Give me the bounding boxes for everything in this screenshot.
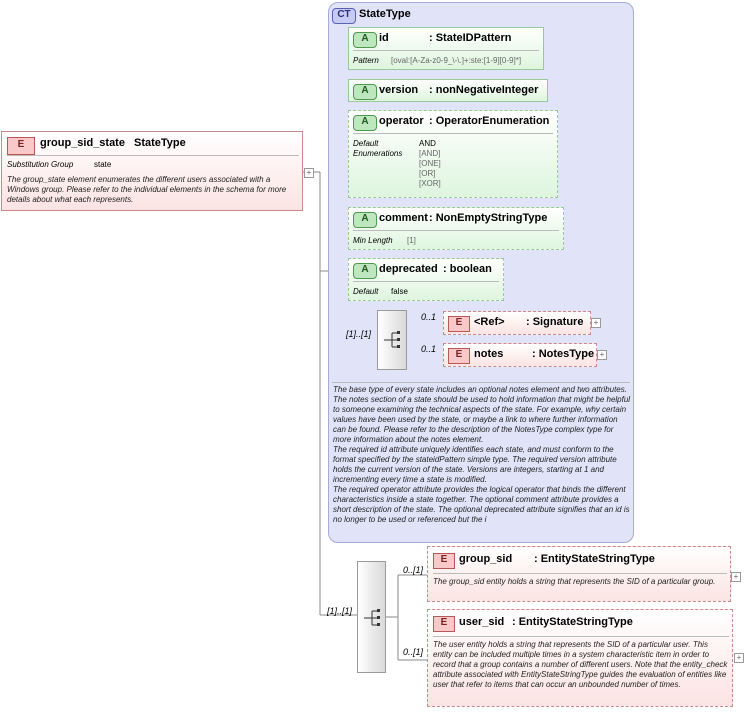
enumeration-value: [XOR] xyxy=(419,179,441,188)
attribute-tag: A xyxy=(353,84,377,100)
attribute-id[interactable]: A id : StateIDPattern Pattern [oval:[A-Z… xyxy=(348,27,544,70)
notes-cardinality: 0..1 xyxy=(421,344,437,354)
user-sid-cardinality: 0..[1] xyxy=(403,647,424,657)
sequence-icon xyxy=(384,331,400,348)
complex-type-tag: CT xyxy=(332,8,356,24)
element-type: : EntityStateStringType xyxy=(534,553,655,565)
attribute-name: id xyxy=(379,32,389,44)
enumerations-label: Enumerations xyxy=(353,149,403,158)
element-type: : EntityStateStringType xyxy=(512,616,633,628)
element-tag: E xyxy=(433,616,455,632)
default-value: AND xyxy=(419,139,436,148)
min-length-label: Min Length xyxy=(353,236,393,245)
attribute-version[interactable]: A version : nonNegativeInteger xyxy=(348,79,548,102)
group-sid-documentation: The group_sid entity holds a string that… xyxy=(433,577,716,586)
element-name: <Ref> xyxy=(474,316,505,328)
root-documentation: The group_state element enumerates the d… xyxy=(7,175,287,204)
divider xyxy=(433,636,729,637)
divider xyxy=(7,155,299,156)
attribute-deprecated[interactable]: A deprecated : boolean Default false xyxy=(348,258,504,301)
pattern-label: Pattern xyxy=(353,56,379,65)
root-sequence-cardinality: [1]..[1] xyxy=(327,606,353,616)
root-element-type: StateType xyxy=(134,137,186,149)
attribute-type: : nonNegativeInteger xyxy=(429,84,539,96)
element-ref-signature[interactable]: E <Ref> : Signature xyxy=(443,311,591,335)
divider xyxy=(353,281,499,282)
root-sequence-compositor[interactable] xyxy=(357,561,386,673)
group-sid-cardinality: 0..[1] xyxy=(403,565,424,575)
substitution-group-label: Substitution Group xyxy=(7,160,74,169)
attribute-name: version xyxy=(379,84,419,96)
divider xyxy=(433,573,727,574)
default-value: false xyxy=(391,287,408,296)
element-name: group_sid xyxy=(459,553,513,565)
attribute-operator[interactable]: A operator : OperatorEnumeration Default… xyxy=(348,110,558,198)
element-tag: E xyxy=(448,348,470,364)
default-label: Default xyxy=(353,139,379,148)
element-notes[interactable]: E notes : NotesType xyxy=(443,343,597,367)
attribute-name: deprecated xyxy=(379,263,438,275)
divider xyxy=(353,50,539,51)
pattern-value: [oval:[A-Za-z0-9_\-\.]+:ste:[1-9][0-9]*] xyxy=(391,56,522,65)
element-user-sid[interactable]: E user_sid : EntityStateStringType The u… xyxy=(427,609,733,707)
user-sid-expand-icon[interactable]: + xyxy=(734,653,744,663)
signature-cardinality: 0..1 xyxy=(421,312,437,322)
attribute-tag: A xyxy=(353,263,377,279)
attribute-type: : OperatorEnumeration xyxy=(429,115,550,127)
sequence-icon xyxy=(364,609,380,626)
element-type: : NotesType xyxy=(532,348,595,360)
substitution-group-value: state xyxy=(94,160,112,169)
enumeration-value: [OR] xyxy=(419,169,436,178)
root-expand-icon[interactable]: + xyxy=(304,168,314,178)
divider xyxy=(353,230,559,231)
user-sid-documentation: The user entity holds a string that repr… xyxy=(433,640,728,689)
attribute-type: : NonEmptyStringType xyxy=(429,212,548,224)
signature-expand-icon[interactable]: + xyxy=(591,318,601,328)
default-label: Default xyxy=(353,287,379,296)
element-tag: E xyxy=(7,137,35,155)
attribute-tag: A xyxy=(353,32,377,48)
enumeration-value: [AND] xyxy=(419,149,441,158)
ct-divider xyxy=(332,382,630,383)
attribute-tag: A xyxy=(353,212,377,228)
attribute-type: : boolean xyxy=(443,263,492,275)
root-element-box[interactable]: E group_sid_state StateType Substitution… xyxy=(1,131,303,211)
element-name: user_sid xyxy=(459,616,505,628)
min-length-value: [1] xyxy=(407,236,416,245)
complex-type-name: StateType xyxy=(359,8,411,20)
divider xyxy=(353,133,553,134)
ct-sequence-compositor[interactable] xyxy=(377,310,407,370)
ct-sequence-cardinality: [1]..[1] xyxy=(346,329,372,339)
root-element-name: group_sid_state xyxy=(40,137,125,149)
attribute-comment[interactable]: A comment : NonEmptyStringType Min Lengt… xyxy=(348,207,564,250)
attribute-name: operator xyxy=(379,115,424,127)
notes-expand-icon[interactable]: + xyxy=(597,350,607,360)
attribute-name: comment xyxy=(379,212,428,224)
attribute-type: : StateIDPattern xyxy=(429,32,512,44)
element-name: notes xyxy=(474,348,504,360)
complex-type-documentation: The base type of every state includes an… xyxy=(333,385,631,524)
attribute-tag: A xyxy=(353,115,377,131)
element-tag: E xyxy=(448,316,470,332)
element-type: : Signature xyxy=(526,316,584,328)
group-sid-expand-icon[interactable]: + xyxy=(731,572,741,582)
element-tag: E xyxy=(433,553,455,569)
element-group-sid[interactable]: E group_sid : EntityStateStringType The … xyxy=(427,546,731,602)
enumeration-value: [ONE] xyxy=(419,159,441,168)
